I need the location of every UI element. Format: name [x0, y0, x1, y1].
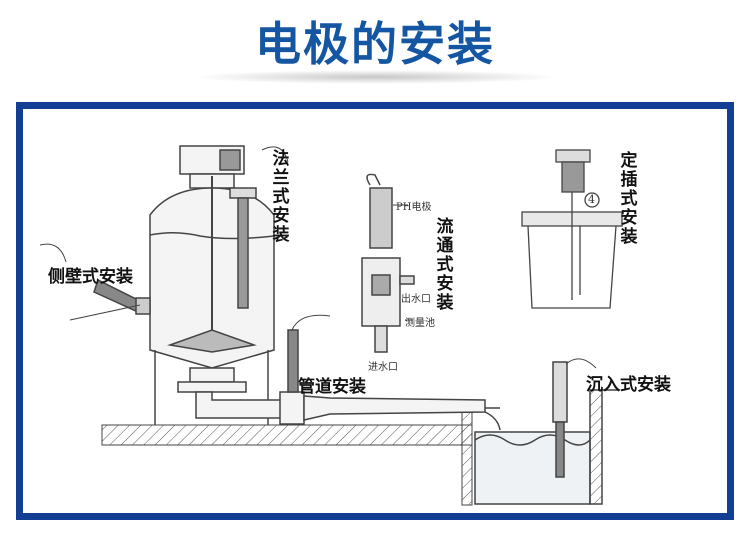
label-water-outlet: 出水口	[401, 294, 431, 305]
label-fixed-insert: 定插式安装	[620, 151, 638, 247]
label-side-wall: 侧壁式安装	[48, 267, 133, 287]
label-flow-through: 流通式安装	[436, 217, 454, 313]
submerged-electrode	[552, 358, 597, 478]
fixed-insert-electrode	[521, 149, 623, 309]
ground	[101, 407, 500, 506]
side-wall-electrode	[39, 243, 151, 321]
flange-electrode	[229, 146, 289, 309]
label-flange: 法兰式安装	[272, 149, 290, 245]
callout-number: 4	[588, 193, 595, 206]
label-ph-electrode: PH电极	[396, 202, 432, 213]
label-water-inlet: 进水口	[368, 362, 398, 373]
title-shadow	[190, 70, 560, 84]
flow-cell	[361, 173, 415, 353]
label-measuring-cell: 测量池	[405, 318, 435, 329]
label-pipeline: 管道安装	[298, 377, 366, 397]
page-title: 电极的安装	[255, 17, 495, 71]
label-submerged: 沉入式安装	[586, 375, 671, 395]
water-basin	[474, 389, 620, 505]
